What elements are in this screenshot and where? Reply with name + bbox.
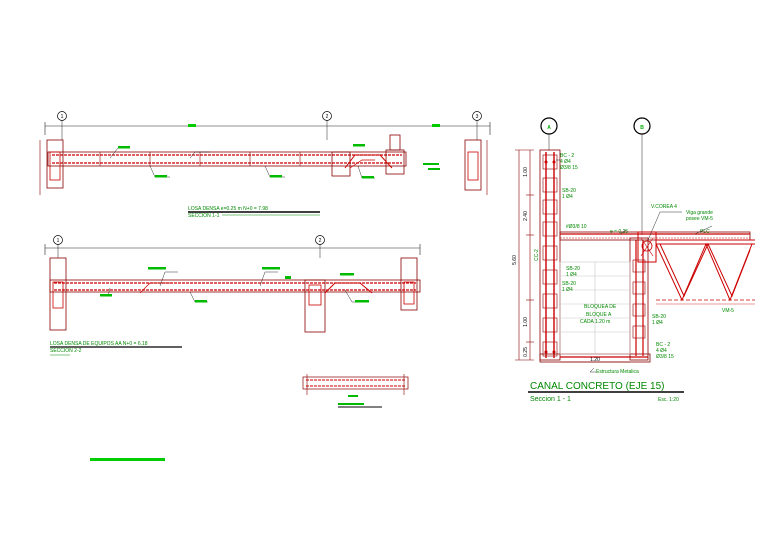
sb-right-low-label: SB-20 xyxy=(652,314,666,320)
dim-bottom: 1.20 xyxy=(590,357,600,363)
grid-bubble-a-label: A xyxy=(547,125,551,131)
dim-total: 5.60 xyxy=(512,255,518,265)
section-2-drawing: 1 2 LOSA DENSA DE EQU xyxy=(44,235,421,356)
sb-upper-label: SB-20 xyxy=(562,188,576,194)
sb-left-low-label: SB-20 xyxy=(562,281,576,287)
slope-label: e = 0.25 xyxy=(610,229,628,235)
side-tag: CC-2 xyxy=(534,249,540,261)
block-note-1: BLOQUEA DE xyxy=(584,304,617,310)
sb-upper-detail: 1 Ø4 xyxy=(562,194,573,200)
dim-mid: 2.40 xyxy=(523,211,529,221)
dim-base: 0.25 xyxy=(523,347,529,357)
bc-bottom-label: BC - 2 xyxy=(656,342,670,348)
grid-bubble-1: 1 xyxy=(53,235,63,258)
bc-bottom-stirrup: Ø3/8 15 xyxy=(656,354,674,360)
grid-bubble-label: 1 xyxy=(57,238,60,244)
section-1-drawing: 1 2 3 xyxy=(39,111,491,219)
estructura-label: Estructura Metalica xyxy=(596,369,639,375)
canal-scale: Esc. 1:20 xyxy=(658,397,679,403)
grid-bubble-b-label: B xyxy=(640,125,644,131)
sb-left-mid-label: SB-20 xyxy=(566,266,580,272)
slab-rebar-label: #Ø3/8 10 xyxy=(566,224,587,230)
bc-top-detail: 4 Ø4 xyxy=(560,159,571,165)
dim-low: 1.00 xyxy=(523,317,529,327)
block-note-2: BLOQUE A xyxy=(586,312,612,318)
sb-right-low-detail: 1 Ø4 xyxy=(652,320,663,326)
small-detail xyxy=(302,374,409,408)
vigueta-label: V.COREA 4 xyxy=(651,204,677,210)
viga-grande-label: Viga grande xyxy=(686,210,713,216)
bc-top-label: BC - 2 xyxy=(560,153,574,159)
section-2-subtitle: SECCION 2-2 xyxy=(50,348,82,354)
canal-section-drawing: A B xyxy=(512,117,755,403)
green-marker-line xyxy=(90,458,165,461)
dim-top: 1.00 xyxy=(523,167,529,177)
grid-bubble-2: 2 xyxy=(315,235,325,258)
grid-bubble-label: 2 xyxy=(326,114,329,120)
section-1-subtitle: SECCION 1-1 xyxy=(188,213,220,219)
canal-title: CANAL CONCRETO (EJE 15) xyxy=(530,381,664,392)
plc-label: PLC xyxy=(700,229,710,235)
grid-bubble-label: 3 xyxy=(476,114,479,120)
grid-bubble-1: 1 xyxy=(57,111,67,140)
viga-detail-label: posee VM-5 xyxy=(686,216,713,222)
sb-left-low-detail: 1 Ø4 xyxy=(562,287,573,293)
grid-bubble-3: 3 xyxy=(472,111,482,140)
section-2-title: LOSA DENSA DE EQUIPOS AA N+0 = 6.18 xyxy=(50,341,148,347)
grid-bubble-2: 2 xyxy=(322,111,332,140)
grid-bubble-b: B xyxy=(633,117,651,235)
bc-bottom-detail: 4 Ø4 xyxy=(656,348,667,354)
bc-top-stirrup: Ø3/8 15 xyxy=(560,165,578,171)
grid-bubble-label: 1 xyxy=(61,114,64,120)
section-1-title: LOSA DENSA e=0.25 m N+0 = 7.98 xyxy=(188,206,268,212)
sb-left-mid-detail: 1 Ø4 xyxy=(566,272,577,278)
vm-label: VM-5 xyxy=(722,308,734,314)
grid-bubble-label: 2 xyxy=(319,238,322,244)
block-note-3: CADA 1.20 m xyxy=(580,319,610,325)
grid-bubble-a: A xyxy=(540,117,558,150)
canal-subtitle: Seccion 1 - 1 xyxy=(530,396,571,403)
